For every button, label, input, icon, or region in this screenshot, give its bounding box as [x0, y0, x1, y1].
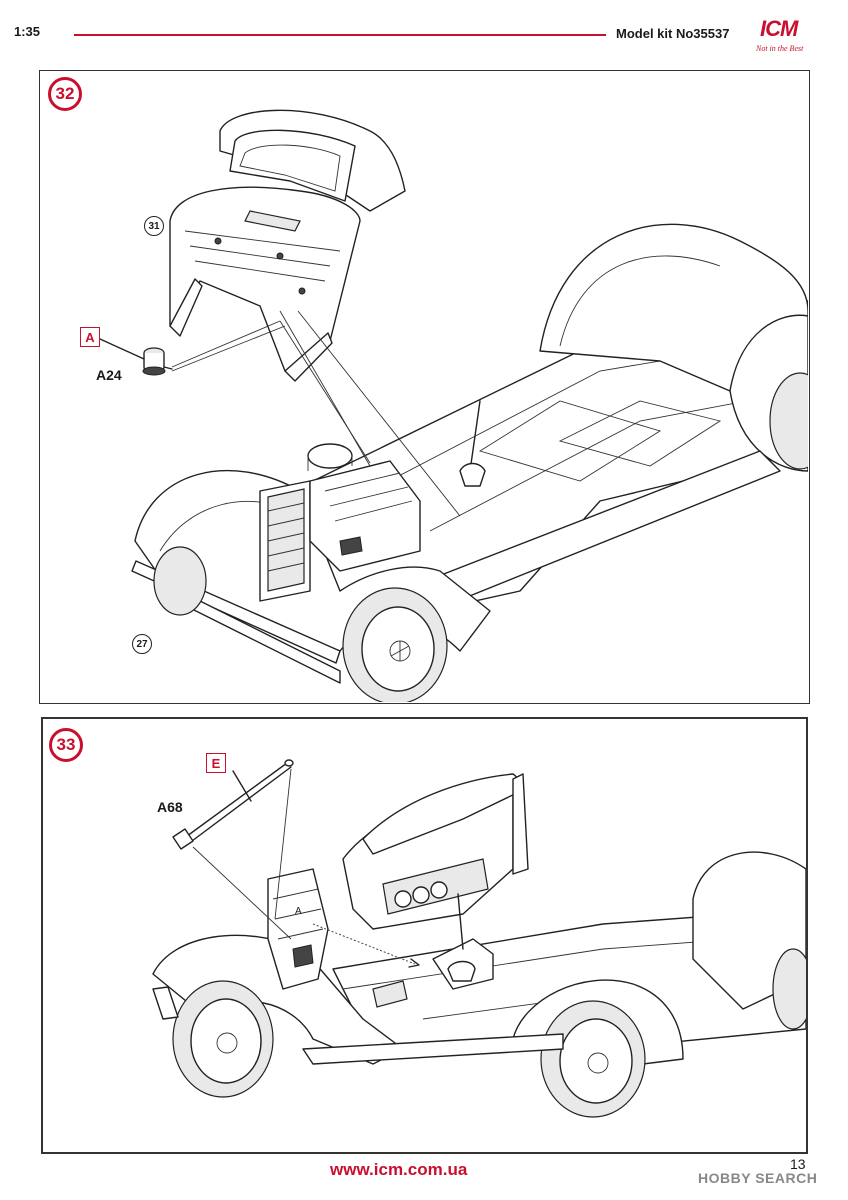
step-32-drawing — [99, 109, 808, 702]
watermark: HOBBY SEARCH — [698, 1170, 818, 1186]
footer-url: www.icm.com.ua — [330, 1160, 468, 1179]
part-label-a24: A24 — [96, 367, 122, 383]
step-32-panel: 32 31 27 A A24 — [39, 70, 810, 704]
step-33-drawing: A — [152, 759, 806, 1118]
substep-27-ref: 27 — [132, 634, 152, 654]
part-label-a68: A68 — [157, 799, 183, 815]
step-33-badge: 33 — [49, 728, 83, 762]
step-33-panel: A 33 E A68 — [41, 717, 808, 1154]
sprue-tag-e: E — [206, 753, 226, 773]
scale-label: 1:35 — [14, 24, 41, 39]
header-rule — [74, 34, 606, 36]
model-number: Model kit No35537 — [616, 26, 730, 41]
brand-logo: ICM Not in the Best — [752, 16, 832, 66]
step-32-badge: 32 — [48, 77, 82, 111]
sprue-tag-a: A — [80, 327, 100, 347]
substep-31-ref: 31 — [144, 216, 164, 236]
brand-logo-text: ICM — [760, 16, 798, 41]
page-number: 13 — [790, 1156, 806, 1172]
svg-text:A: A — [295, 906, 302, 917]
brand-tagline: Not in the Best — [756, 44, 804, 53]
